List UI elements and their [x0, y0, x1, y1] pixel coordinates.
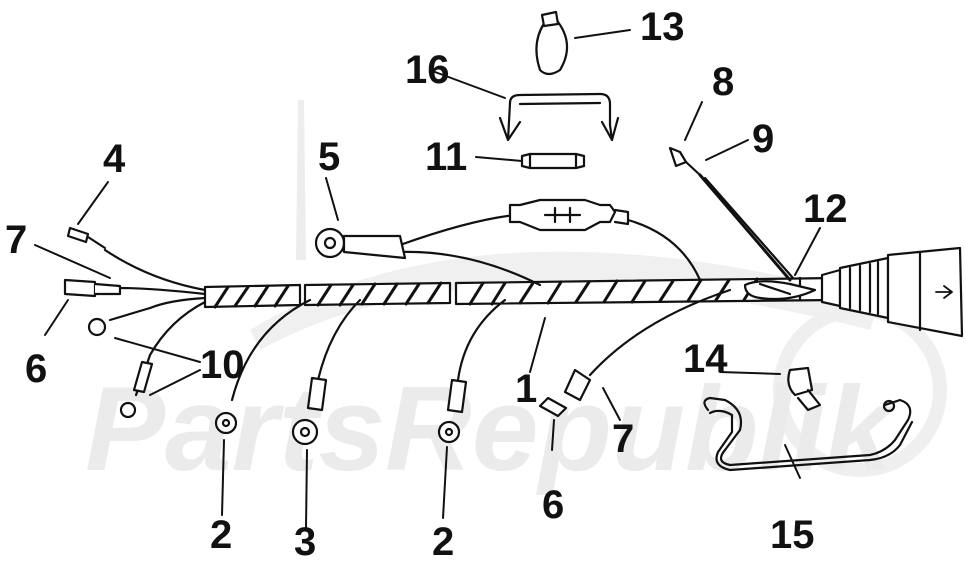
callout-7a: 7 — [5, 218, 27, 262]
callout-7b: 7 — [612, 417, 634, 461]
callout-2b: 2 — [432, 520, 454, 561]
callouts: 13 16 8 9 11 5 4 12 7 6 10 1 14 7 6 2 3 … — [5, 5, 848, 561]
ring-terminal-10a — [87, 317, 107, 337]
callout-6a: 6 — [25, 347, 47, 391]
ring-terminal-2a — [214, 411, 238, 435]
callout-10: 10 — [200, 343, 245, 387]
callout-12: 12 — [803, 187, 848, 231]
bracket-15 — [703, 396, 912, 467]
main-connector — [798, 246, 964, 338]
wire-10b — [148, 300, 207, 357]
terminal-7b — [563, 368, 592, 402]
wire-4 — [103, 248, 207, 292]
cable-tie-13 — [535, 16, 569, 76]
callout-14: 14 — [683, 337, 728, 381]
wire-7a — [118, 286, 207, 296]
callout-6b: 6 — [542, 483, 564, 527]
callout-4: 4 — [103, 137, 126, 181]
callout-16: 16 — [405, 48, 450, 92]
watermark-spire — [296, 100, 306, 260]
harness-sleeve — [203, 276, 837, 309]
fuse-11 — [520, 152, 586, 170]
callout-1: 1 — [515, 367, 537, 411]
leader-lines — [34, 29, 821, 529]
callout-9: 9 — [752, 117, 774, 161]
callout-2a: 2 — [210, 513, 232, 557]
wire-10a — [148, 296, 207, 310]
callout-8: 8 — [712, 60, 734, 104]
clip-16 — [508, 92, 612, 127]
callout-5: 5 — [318, 135, 340, 179]
callout-11: 11 — [425, 135, 467, 179]
ring-terminal-3 — [291, 418, 319, 446]
watermark-swoosh — [250, 251, 880, 350]
terminal-6b — [538, 396, 568, 418]
callout-13: 13 — [640, 5, 685, 49]
ring-terminal-2b — [437, 420, 461, 444]
callout-3: 3 — [294, 520, 316, 561]
terminal-6a — [63, 278, 97, 298]
drawing — [34, 10, 964, 529]
ring-terminal-10b — [119, 401, 137, 419]
callout-15: 15 — [770, 513, 815, 557]
ring-terminal-5 — [314, 227, 346, 259]
